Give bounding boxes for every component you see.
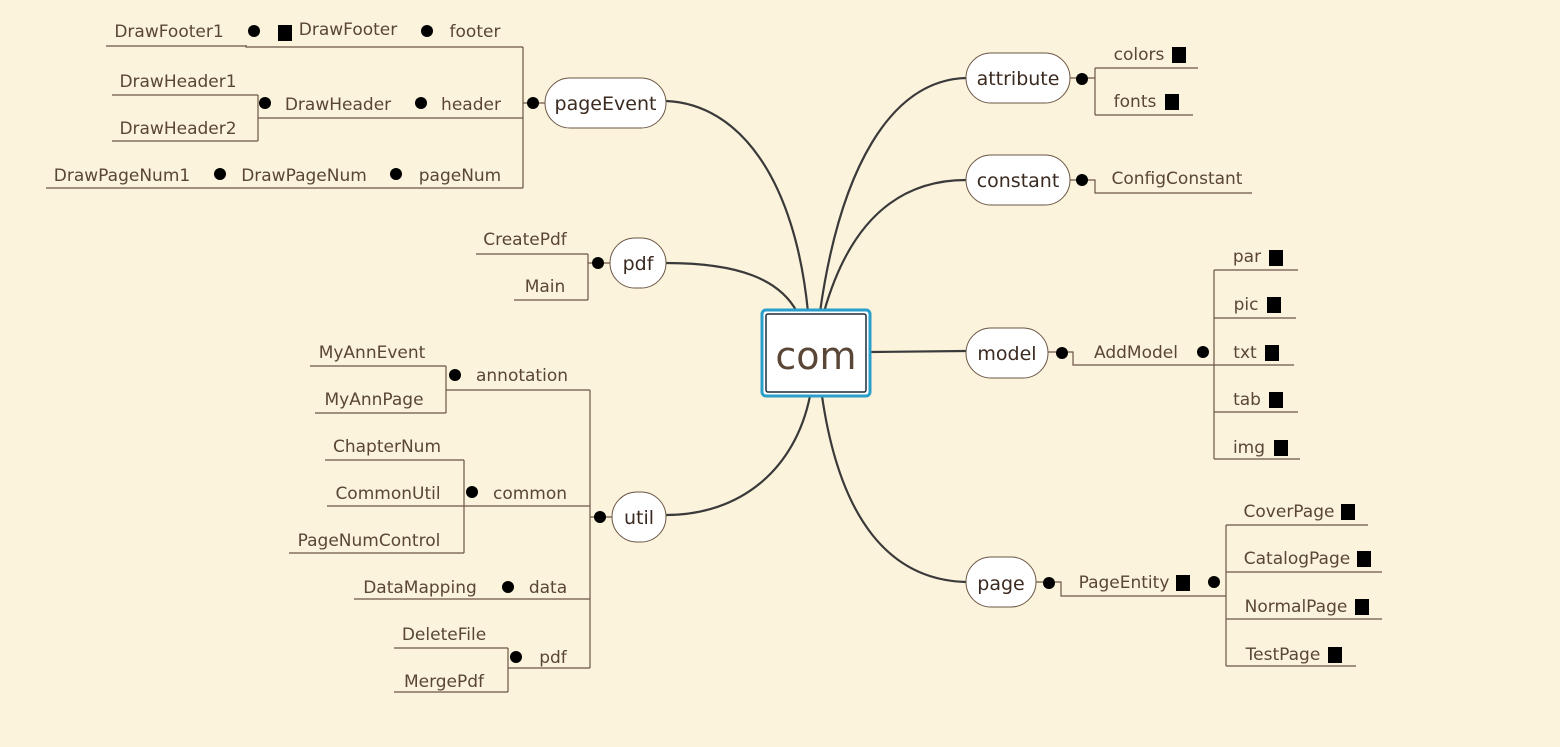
note-icon[interactable] [1328, 647, 1342, 663]
note-icon[interactable] [1265, 345, 1279, 361]
collapse-toggle-icon[interactable] [390, 168, 402, 180]
branch-pageEvent-label: pageEvent [555, 93, 657, 115]
node-pic[interactable]: pic [1234, 295, 1259, 315]
node-tab[interactable]: tab [1233, 390, 1261, 410]
branch-constant-label: constant [977, 170, 1060, 192]
branch-attribute-label: attribute [977, 68, 1060, 90]
node-drawpagenum[interactable]: DrawPageNum [241, 166, 367, 186]
collapse-toggle-icon[interactable] [592, 257, 604, 269]
node-colors[interactable]: colors [1114, 45, 1165, 65]
node-pageentity[interactable]: PageEntity [1079, 573, 1170, 593]
note-icon[interactable] [1341, 504, 1355, 520]
node-mergepdf[interactable]: MergePdf [404, 672, 485, 692]
collapse-toggle-icon[interactable] [214, 168, 226, 180]
collapse-toggle-icon[interactable] [1043, 577, 1055, 589]
collapse-toggle-icon[interactable] [421, 25, 433, 37]
branch-pageEvent[interactable]: pageEvent [544, 77, 667, 129]
collapse-toggle-icon[interactable] [527, 97, 539, 109]
root-node[interactable]: com [760, 308, 872, 398]
note-icon[interactable] [1267, 297, 1281, 313]
branch-pdf-label: pdf [623, 253, 655, 275]
node-img[interactable]: img [1233, 438, 1265, 458]
node-footer[interactable]: footer [450, 22, 501, 42]
node-main[interactable]: Main [525, 277, 566, 297]
node-commonutil[interactable]: CommonUtil [335, 484, 440, 504]
node-deletefile[interactable]: DeleteFile [402, 625, 486, 645]
node-header[interactable]: header [441, 95, 501, 115]
node-drawpagenum1[interactable]: DrawPageNum1 [54, 166, 190, 186]
collapse-toggle-icon[interactable] [1197, 346, 1209, 358]
collapse-toggle-icon[interactable] [466, 486, 478, 498]
node-pagenumcontrol[interactable]: PageNumControl [298, 531, 441, 551]
node-common[interactable]: common [493, 484, 567, 504]
node-drawfooter[interactable]: DrawFooter [299, 20, 398, 40]
node-configconstant[interactable]: ConfigConstant [1112, 169, 1243, 189]
node-normalpage[interactable]: NormalPage [1245, 597, 1348, 617]
collapse-toggle-icon[interactable] [415, 97, 427, 109]
collapse-toggle-icon[interactable] [248, 25, 260, 37]
connector-pageEvent [665, 99, 810, 313]
collapse-toggle-icon[interactable] [502, 581, 514, 593]
node-data[interactable]: data [529, 578, 567, 598]
node-pagenum[interactable]: pageNum [419, 166, 502, 186]
collapse-toggle-icon[interactable] [1076, 73, 1088, 85]
note-icon[interactable] [278, 25, 292, 41]
connector-model [869, 349, 967, 354]
node-txt[interactable]: txt [1233, 343, 1257, 363]
connector-constant [822, 178, 967, 313]
node-chapternum[interactable]: ChapterNum [333, 437, 441, 457]
note-icon[interactable] [1269, 392, 1283, 408]
node-annotation[interactable]: annotation [476, 366, 568, 386]
note-icon[interactable] [1274, 440, 1288, 456]
branch-model[interactable]: model [965, 327, 1049, 379]
note-icon[interactable] [1355, 599, 1369, 615]
note-icon[interactable] [1165, 94, 1179, 110]
branch-pdf[interactable]: pdf [609, 237, 667, 289]
node-coverpage[interactable]: CoverPage [1244, 502, 1335, 522]
branch-util-label: util [624, 507, 654, 529]
node-drawfooter1[interactable]: DrawFooter1 [114, 22, 223, 42]
collapse-toggle-icon[interactable] [1208, 576, 1220, 588]
node-util-pdf[interactable]: pdf [539, 648, 568, 668]
root-label: com [775, 334, 856, 378]
note-icon[interactable] [1172, 47, 1186, 63]
node-datamapping[interactable]: DataMapping [363, 578, 477, 598]
node-myannpage[interactable]: MyAnnPage [324, 390, 423, 410]
branch-model-label: model [977, 343, 1036, 365]
collapse-toggle-icon[interactable] [259, 97, 271, 109]
branch-constant[interactable]: constant [965, 154, 1071, 206]
connector-page [820, 395, 967, 584]
collapse-toggle-icon[interactable] [449, 369, 461, 381]
note-icon[interactable] [1357, 551, 1371, 567]
node-myannevent[interactable]: MyAnnEvent [319, 343, 426, 363]
node-drawheader1[interactable]: DrawHeader1 [119, 72, 236, 92]
connector-util [665, 395, 812, 517]
node-testpage[interactable]: TestPage [1245, 645, 1321, 665]
node-addmodel[interactable]: AddModel [1094, 343, 1178, 363]
node-createpdf[interactable]: CreatePdf [483, 230, 568, 250]
collapse-toggle-icon[interactable] [1056, 347, 1068, 359]
branch-util[interactable]: util [611, 491, 667, 543]
note-icon[interactable] [1269, 250, 1283, 266]
branch-page[interactable]: page [965, 556, 1037, 608]
note-icon[interactable] [1176, 575, 1190, 591]
node-par[interactable]: par [1233, 247, 1261, 267]
collapse-toggle-icon[interactable] [510, 651, 522, 663]
connector-attribute [818, 76, 967, 313]
collapse-toggle-icon[interactable] [1076, 174, 1088, 186]
collapse-toggle-icon[interactable] [594, 511, 606, 523]
connector-pdf [665, 261, 798, 313]
node-catalogpage[interactable]: CatalogPage [1244, 549, 1350, 569]
leaf-lines [46, 45, 1382, 693]
branch-attribute[interactable]: attribute [965, 52, 1071, 104]
node-drawheader2[interactable]: DrawHeader2 [119, 119, 236, 139]
node-drawheader[interactable]: DrawHeader [285, 95, 391, 115]
branch-page-label: page [977, 573, 1024, 595]
node-fonts[interactable]: fonts [1114, 92, 1157, 112]
